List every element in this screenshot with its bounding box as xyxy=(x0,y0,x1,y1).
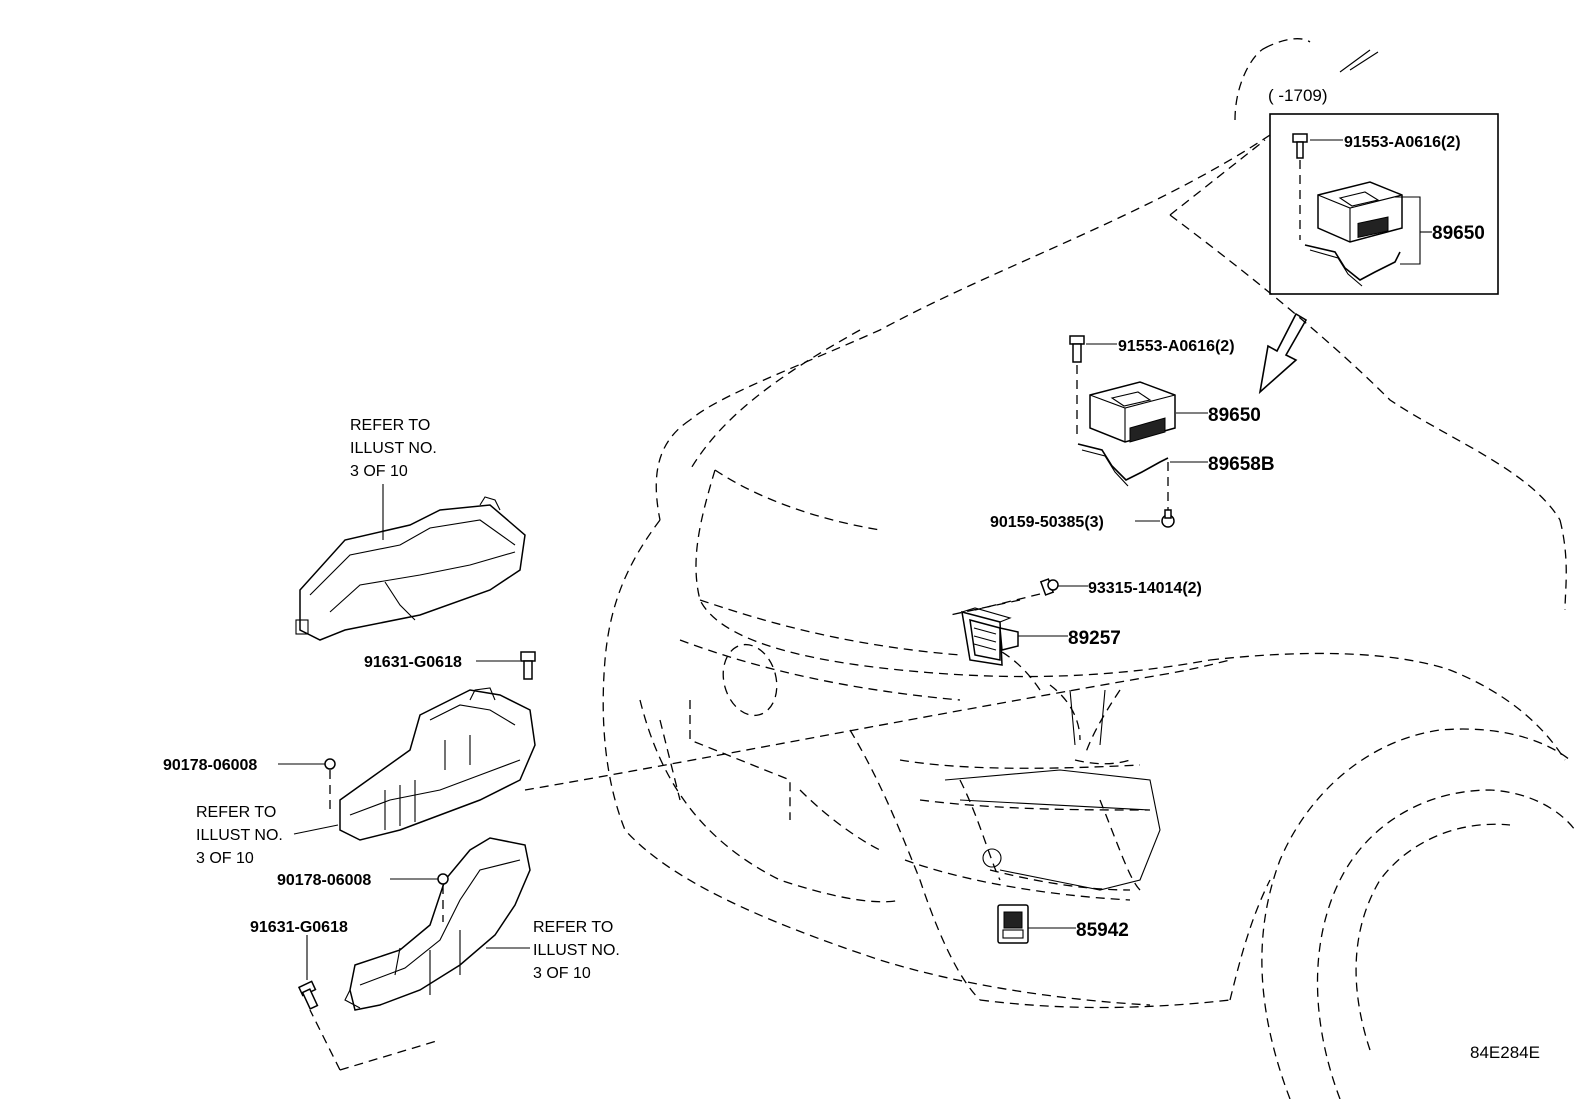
relay-block-icon xyxy=(339,687,536,841)
refer-note-mid: REFER TO ILLUST NO. 3 OF 10 xyxy=(196,804,287,867)
refer-note-mid-line1: REFER TO xyxy=(196,804,276,821)
bolt-left-lower-icon xyxy=(297,980,319,1010)
screw-bottom-label: 90159-50385(3) xyxy=(990,514,1104,531)
bolt-sensor-icon xyxy=(1039,578,1059,596)
refer-note-top-line2: ILLUST NO. xyxy=(350,440,437,457)
refer-note-top-line1: REFER TO xyxy=(350,417,430,434)
arrow-icon xyxy=(1258,312,1308,395)
sensor-label: 89257 xyxy=(1068,628,1121,649)
refer-note-top: REFER TO ILLUST NO. 3 OF 10 xyxy=(350,417,441,480)
inset-module-label: 89650 xyxy=(1432,223,1485,244)
diagram-code: 84E284E xyxy=(1470,1043,1540,1062)
vehicle-outline xyxy=(309,38,1576,1099)
refer-note-mid-line2: ILLUST NO. xyxy=(196,827,283,844)
lower-bracket-icon xyxy=(344,837,531,1011)
bracket-label: 89658B xyxy=(1208,454,1275,475)
clip-left-lower-label: 90178-06008 xyxy=(277,872,371,889)
lower-sensor-icon xyxy=(997,904,1029,944)
bolt-sensor-label: 93315-14014(2) xyxy=(1088,580,1202,597)
lower-sensor-label: 85942 xyxy=(1076,920,1129,941)
sensor-icon xyxy=(961,607,1019,666)
bolt-top-icon xyxy=(1069,335,1085,440)
bolt-left-lower-label: 91631-G0618 xyxy=(250,919,348,936)
refer-note-bottom-line1: REFER TO xyxy=(533,919,613,936)
left-assembly: REFER TO ILLUST NO. 3 OF 10 91631-G0618 … xyxy=(163,417,624,1011)
bolt-top-label: 91553-A0616(2) xyxy=(1118,338,1235,355)
inset-module-icon xyxy=(1304,181,1403,287)
relay-cover-icon xyxy=(295,496,526,641)
bolt-left-upper-label: 91631-G0618 xyxy=(364,654,462,671)
refer-note-mid-line3: 3 OF 10 xyxy=(196,850,254,867)
lower-sensor-group: 85942 xyxy=(997,904,1129,944)
refer-note-bottom-line2: ILLUST NO. xyxy=(533,942,620,959)
clip-left-lower-icon xyxy=(437,873,449,922)
inset-box: ( -1709) 91553-A0616(2) 89650 xyxy=(1268,49,1499,295)
inset-bolt-icon xyxy=(1292,133,1308,240)
sensor-group: 93315-14014(2) 89257 xyxy=(961,578,1202,666)
inset-bolt-label: 91553-A0616(2) xyxy=(1344,134,1461,151)
clip-left-upper-icon xyxy=(324,758,336,815)
engine-bay-details xyxy=(944,689,1161,891)
module-group: 91553-A0616(2) 89650 89658B 90159-50385(… xyxy=(990,335,1275,531)
refer-note-bottom: REFER TO ILLUST NO. 3 OF 10 xyxy=(533,919,624,982)
bolt-left-upper-icon xyxy=(520,651,536,680)
refer-note-bottom-line3: 3 OF 10 xyxy=(533,965,591,982)
clip-left-upper-label: 90178-06008 xyxy=(163,757,257,774)
inset-date-range: ( -1709) xyxy=(1268,86,1328,105)
module-label: 89650 xyxy=(1208,405,1261,426)
refer-note-top-line3: 3 OF 10 xyxy=(350,463,408,480)
screw-bottom-icon xyxy=(1161,509,1175,528)
module-icon xyxy=(1077,381,1176,487)
